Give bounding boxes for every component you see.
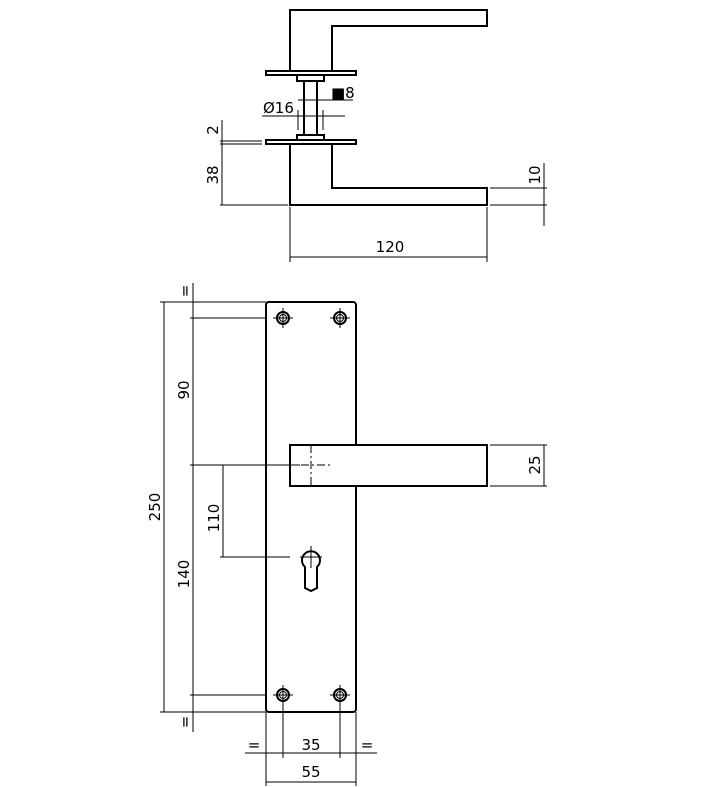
dim-rose-thickness: 2: [204, 125, 222, 135]
dim-top-to-handle: 90: [175, 380, 193, 399]
lower-rose: [265, 139, 357, 145]
backplate: [265, 301, 357, 713]
upper-handle: [289, 9, 488, 71]
dim-equal-bottom: =: [176, 716, 194, 729]
dim-handle-to-bottom: 140: [175, 560, 193, 589]
keyhole-icon: [300, 546, 322, 593]
screw-holes: [273, 308, 350, 705]
dim-equal-left: =: [248, 736, 261, 754]
spindle: [303, 80, 318, 136]
dim-handle-width: 25: [526, 455, 544, 474]
dim-square-spindle: ■8: [331, 84, 355, 102]
dim-length: 120: [376, 238, 405, 256]
side-view: 120 2 38 10 ■8 Ø16: [204, 9, 547, 262]
dim-equal-right: =: [361, 736, 374, 754]
dim-plate-width: 55: [301, 763, 320, 781]
lower-handle: [289, 145, 488, 206]
dim-rose-height: 38: [204, 165, 222, 184]
screw-hole-icon: [330, 308, 350, 328]
dim-handle-thickness: 10: [526, 165, 544, 184]
dim-screw-spacing: 35: [301, 736, 320, 754]
dim-plate-height: 250: [146, 493, 164, 522]
dim-diameter: Ø16: [263, 99, 294, 117]
front-view: 250 = = 90 140 110 25 = = 35 55: [146, 283, 547, 786]
screw-hole-icon: [273, 308, 293, 328]
dim-equal-top: =: [176, 285, 194, 298]
dim-handle-to-key: 110: [205, 504, 223, 533]
